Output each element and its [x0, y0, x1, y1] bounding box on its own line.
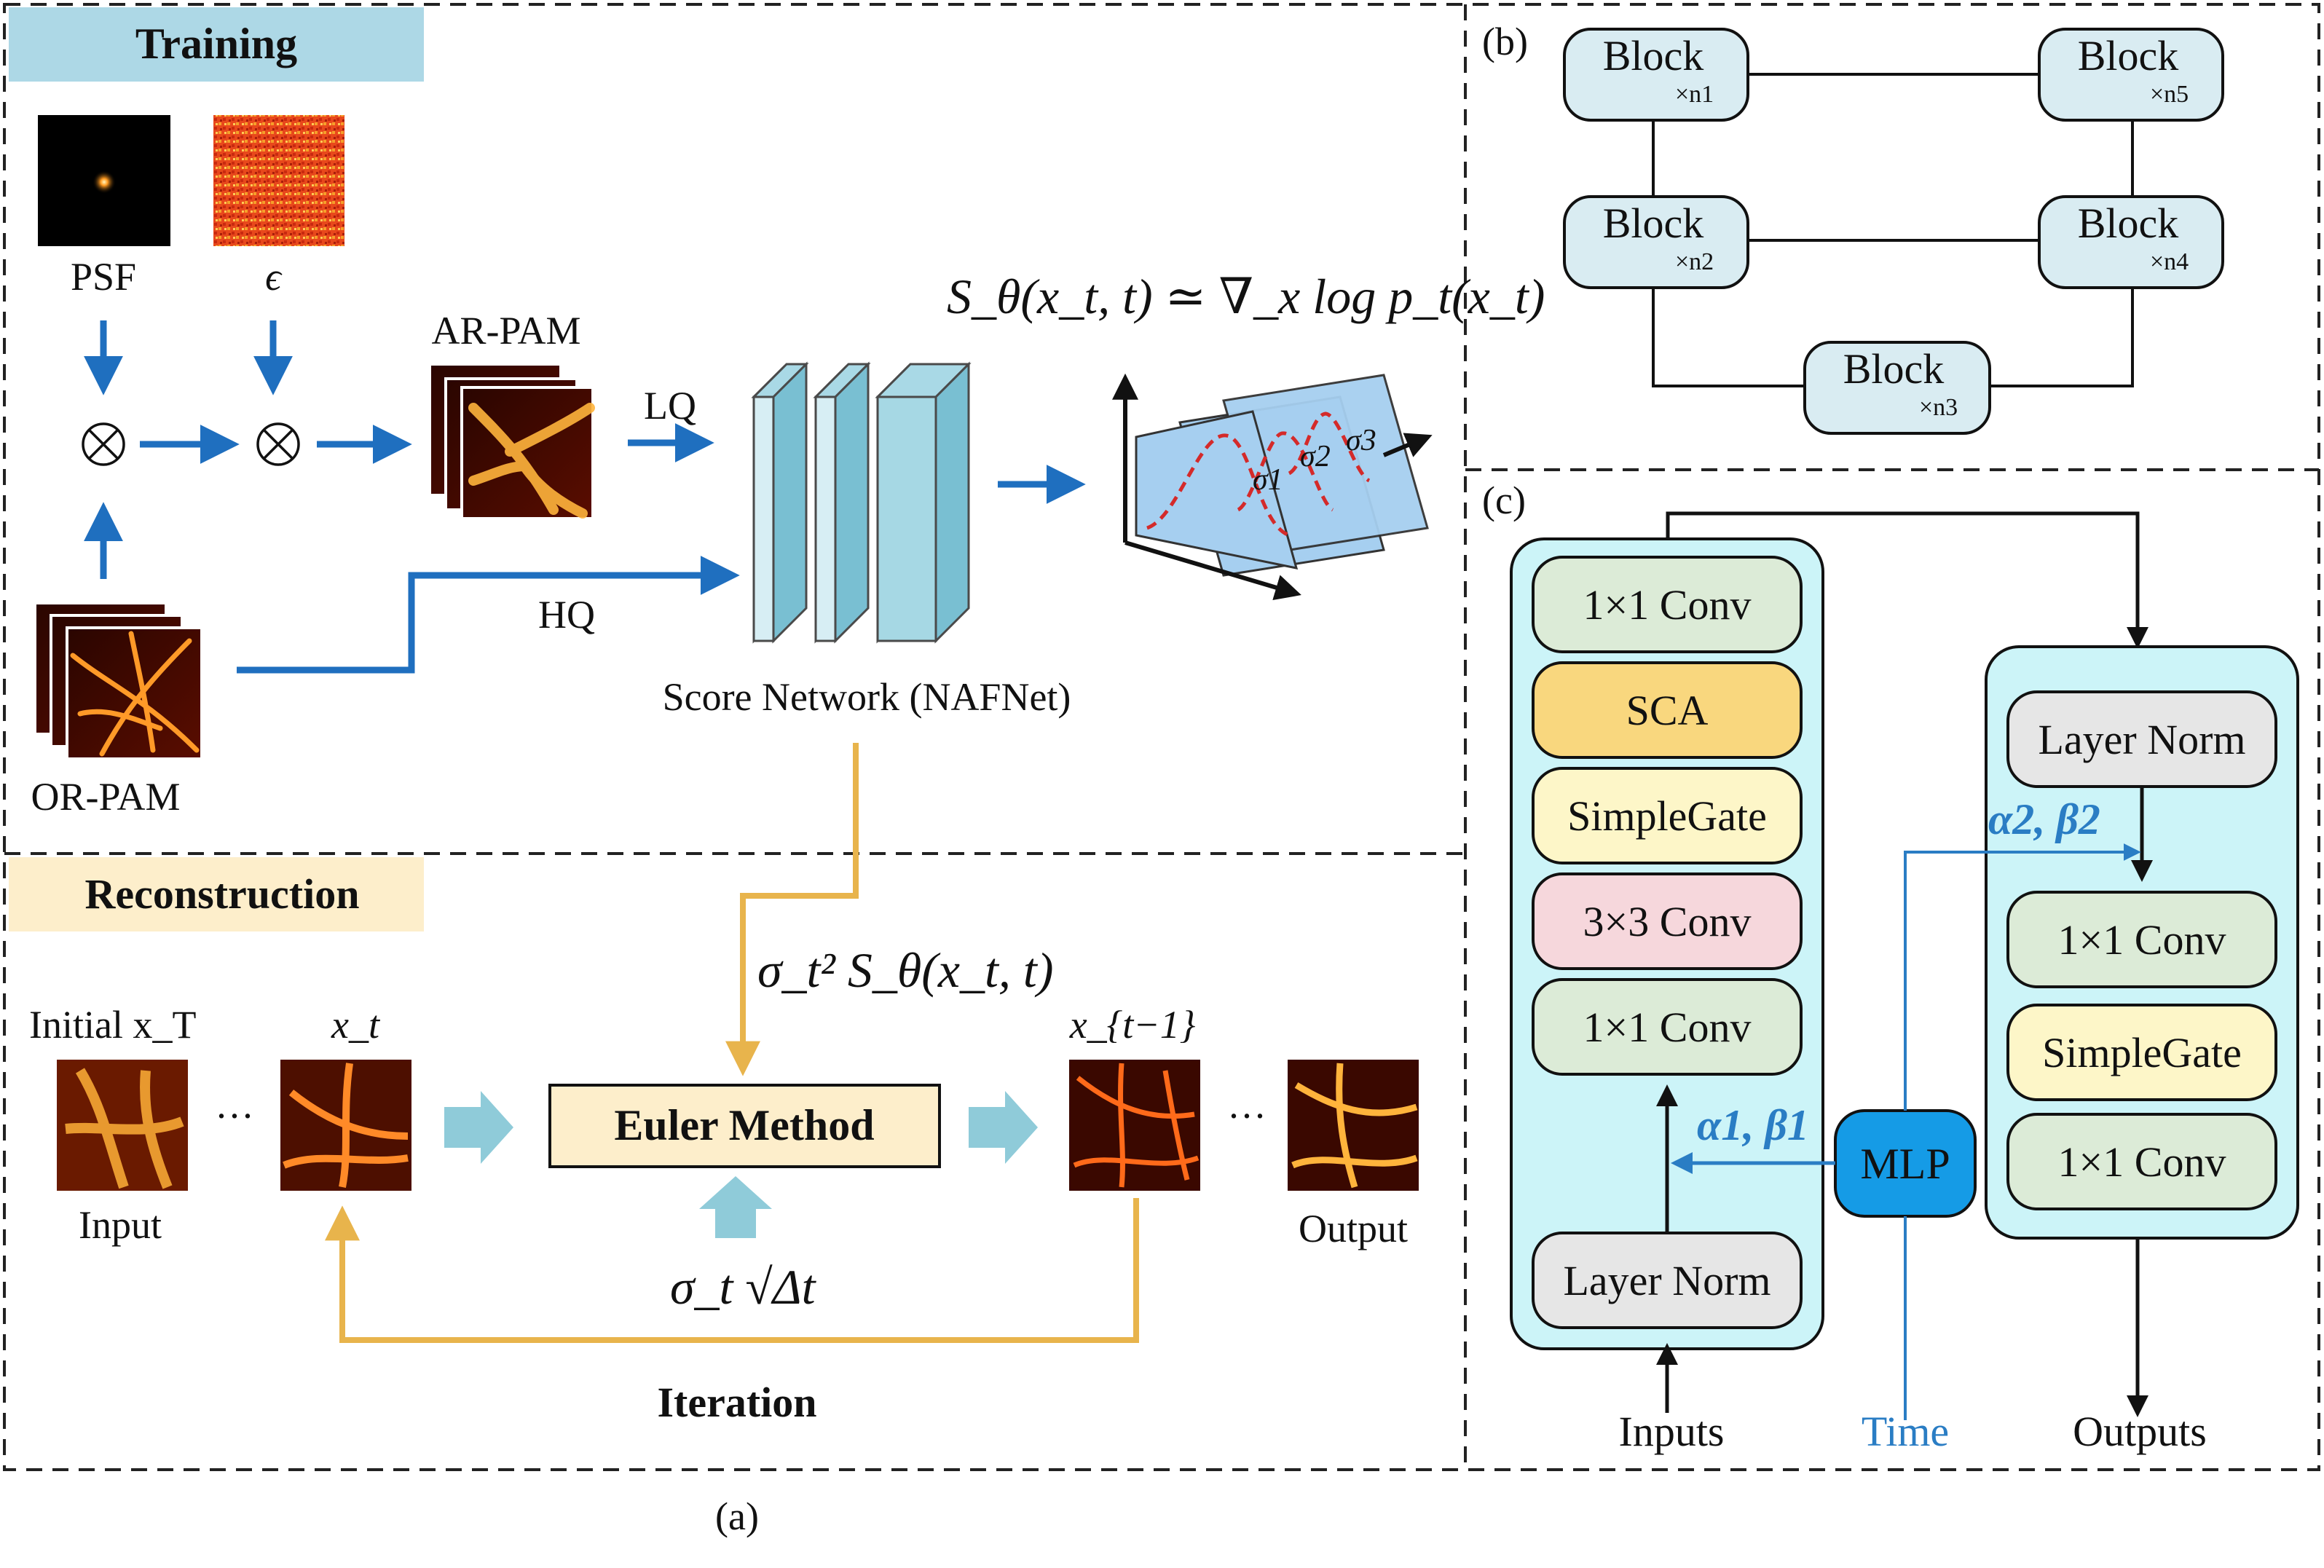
block-5-label: Block: [2078, 32, 2179, 79]
or-pam-stack: [34, 602, 203, 760]
output-label: Output: [1299, 1207, 1408, 1250]
score-distribution-plot: [1112, 373, 1433, 601]
block-multipliers: ×n1 ×n2 ×n3 ×n4 ×n5: [1675, 81, 2189, 421]
score-network-layers: [751, 361, 972, 644]
caption-a: (a): [715, 1494, 759, 1538]
reconstruction-header-bg: [9, 857, 424, 931]
euler-method-box: [548, 1084, 941, 1168]
right-conv1-label: 1×1 Conv: [2058, 916, 2226, 964]
xt-label: x_t: [331, 1003, 381, 1047]
input-image-vessels: [65, 1068, 184, 1189]
alpha2-beta2-label: α2, β2: [1988, 795, 2100, 843]
skip-connection: [1666, 511, 2148, 649]
block-connections: [1652, 73, 2134, 387]
left-stack-labels: 1×1 Conv SCA SimpleGate 3×3 Conv 1×1 Con…: [1563, 581, 1770, 1304]
lq-label: LQ: [644, 384, 696, 428]
multiplier-n1: ×n1: [1675, 81, 1714, 108]
outputs-label: Outputs: [2073, 1408, 2207, 1455]
panel-borders: [3, 3, 2320, 1471]
right-layernorm-label: Layer Norm: [2038, 716, 2245, 763]
right-conv2-label: 1×1 Conv: [2058, 1138, 2226, 1186]
mlp-to-right-arrow: [1904, 843, 2141, 1111]
block-3-label: Block: [1843, 345, 1945, 393]
psf-label: PSF: [71, 255, 136, 299]
euler-method-label: Euler Method: [614, 1101, 874, 1149]
conv3x3-label: 3×3 Conv: [1583, 898, 1752, 945]
block-1-label: Block: [1603, 32, 1704, 79]
reconstruction-header: Reconstruction: [85, 870, 360, 918]
alpha1-beta1-label: α1, β1: [1697, 1101, 1809, 1149]
noise-image: [213, 115, 344, 246]
or-pam-label: OR-PAM: [31, 775, 180, 819]
ar-pam-stack: [428, 363, 595, 520]
update-formula: σ_t² S_θ(x_t, t): [757, 942, 1053, 998]
ar-pam-label: AR-PAM: [431, 309, 580, 352]
multiplier-n3: ×n3: [1919, 394, 1958, 421]
sigma3-label: σ3: [1346, 424, 1376, 457]
iteration-label: Iteration: [657, 1379, 816, 1426]
noise-formula: σ_t √Δt: [670, 1259, 817, 1315]
xt-image-vessels: [283, 1063, 409, 1188]
block-labels: Block Block Block Block Block: [1603, 32, 2179, 393]
left-simplegate-label: SimpleGate: [1567, 792, 1767, 840]
sigma2-label: σ2: [1300, 440, 1331, 473]
inputs-label: Inputs: [1619, 1408, 1725, 1455]
convolution-operator: [82, 422, 125, 466]
sca-label: SCA: [1626, 687, 1709, 734]
input-label: Input: [79, 1203, 162, 1247]
epsilon-label: ϵ: [265, 255, 283, 299]
output-image-vessels: [1291, 1063, 1418, 1189]
xt1-image-vessels: [1073, 1063, 1200, 1188]
reconstruction-flow-arrows: [444, 1091, 1038, 1238]
right-stack-labels: Layer Norm 1×1 Conv SimpleGate 1×1 Conv: [2038, 716, 2245, 1186]
psf-spot: [92, 170, 116, 194]
output-image: [1288, 1060, 1419, 1191]
training-header-bg: [9, 7, 424, 82]
xt1-label: x_{t−1}: [1069, 1003, 1196, 1047]
block-nodes: [1563, 28, 2224, 435]
left-conv2-label: 1×1 Conv: [1583, 1004, 1752, 1051]
mlp-label: MLP: [1860, 1140, 1950, 1188]
score-network-label: Score Network (NAFNet): [663, 675, 1071, 719]
block-2-label: Block: [1603, 200, 1704, 247]
multiplier-n4: ×n4: [2150, 248, 2189, 275]
left-stack: [1532, 556, 1803, 1329]
iteration-loop-arrow: [325, 1198, 1139, 1343]
noise-add-operator: [256, 422, 300, 466]
xt1-image: [1069, 1060, 1200, 1191]
score-formula: S_θ(x_t, t) ≃ ∇_x log p_t(x_t): [947, 269, 1545, 324]
training-header: Training: [135, 20, 297, 68]
ellipsis-right: ···: [1227, 1094, 1267, 1138]
right-simplegate-label: SimpleGate: [2042, 1029, 2242, 1076]
multiplier-n2: ×n2: [1675, 248, 1714, 275]
left-layernorm-label: Layer Norm: [1563, 1257, 1770, 1304]
hq-label: HQ: [538, 593, 595, 637]
multiplier-n5: ×n5: [2150, 81, 2189, 108]
sigma1-label: σ1: [1253, 463, 1283, 497]
left-conv1-label: 1×1 Conv: [1583, 581, 1752, 629]
score-to-euler-arrow: [725, 743, 859, 1076]
ellipsis-left: ···: [215, 1094, 254, 1138]
initial-label: Initial x_T: [29, 1003, 196, 1047]
right-stack: [2006, 690, 2277, 1210]
caption-c: (c): [1482, 478, 1526, 522]
time-label: Time: [1862, 1408, 1949, 1455]
block-4-label: Block: [2078, 200, 2179, 247]
caption-b: (b): [1482, 20, 1528, 63]
training-arrows: [84, 320, 1086, 674]
